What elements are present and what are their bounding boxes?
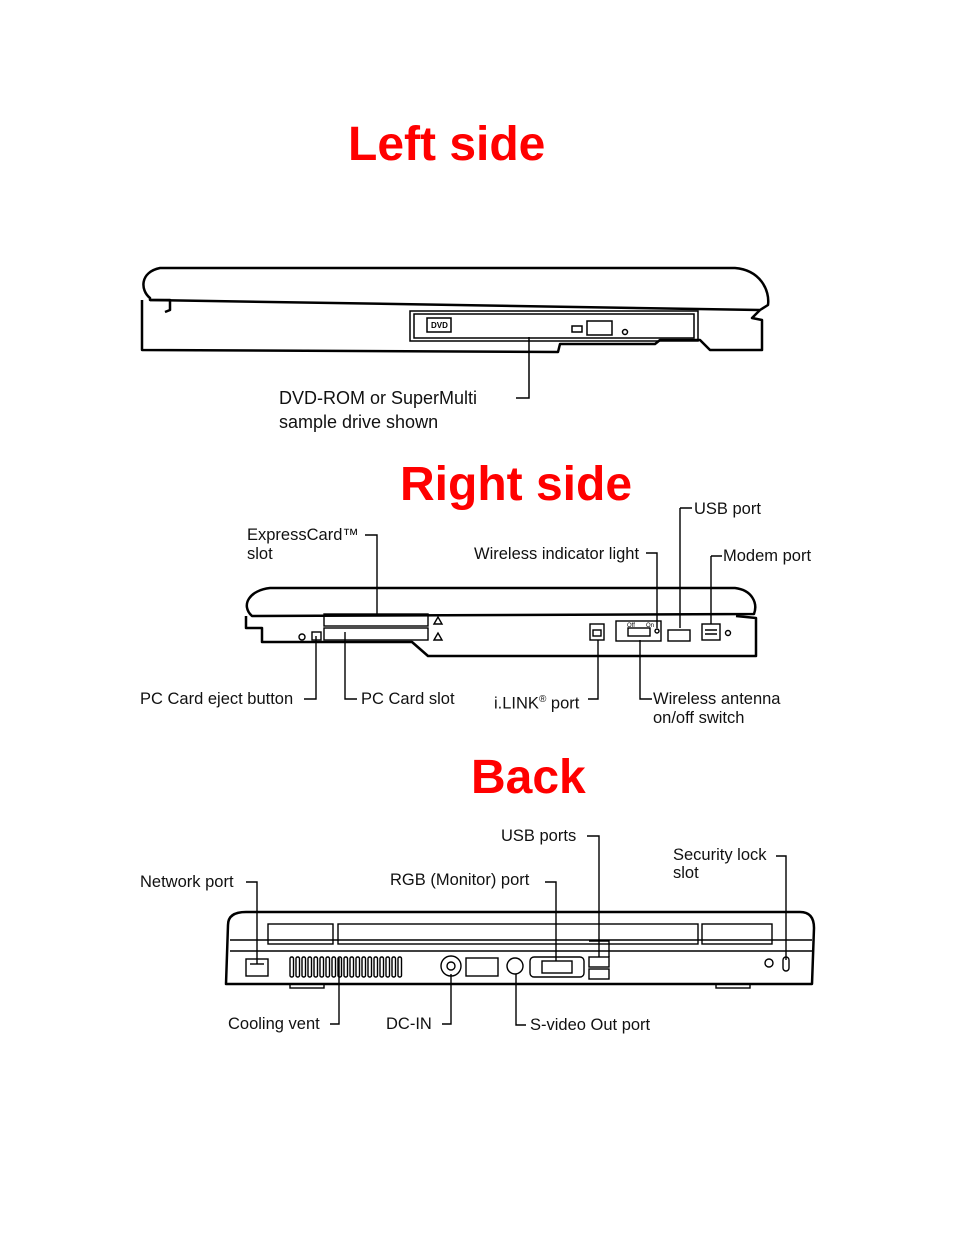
cooling-vent-slat [349, 956, 355, 978]
left-side-title: Left side [348, 118, 546, 171]
expresscard-label-line2: slot [247, 545, 273, 563]
dvd-label-line2: sample drive shown [279, 412, 439, 432]
expresscard-label-line1: ExpressCard™ [247, 526, 359, 544]
dvd-drive-tray [409, 310, 699, 342]
modem-port-label: Modem port [723, 547, 812, 565]
hinge-right [701, 923, 773, 945]
cooling-vent-slat [337, 956, 343, 978]
svideo-shape [506, 957, 524, 975]
dvd-label-line1: DVD-ROM or SuperMulti [279, 388, 478, 408]
cooling-vent-slat [295, 956, 301, 978]
cooling-vent-slat [355, 956, 361, 978]
drive-activity-led [571, 325, 583, 333]
cooling-vent-slat [331, 956, 337, 978]
cooling-vent-slat [319, 956, 325, 978]
wireless-switch-label-line2: on/off switch [653, 709, 745, 727]
right-side-title: Right side [400, 458, 633, 511]
cooling-vent-slat [307, 956, 313, 978]
cooling-vent-slat [289, 956, 295, 978]
wireless-switch-label-line1: Wireless antenna [653, 690, 781, 708]
wireless-light-shape [654, 628, 660, 634]
laptop-base-outline [140, 300, 764, 354]
rgb-port-label: RGB (Monitor) port [390, 871, 530, 889]
cooling-vent-slat [397, 956, 403, 978]
usb-port-label: USB port [694, 500, 761, 518]
pc-card-slot-label: PC Card slot [361, 690, 455, 708]
usb-ports-shape-top [588, 956, 610, 968]
cooling-vent-slat [343, 956, 349, 978]
cooling-vent-slat [313, 956, 319, 978]
drive-eject-button [586, 320, 613, 336]
eject-triangle-icon [432, 615, 444, 625]
svideo-label: S-video Out port [530, 1016, 651, 1034]
security-lock-label-line2: slot [673, 864, 699, 882]
cooling-vent-slat [379, 956, 385, 978]
drive-emergency-hole [621, 328, 629, 336]
usb-ports-label: USB ports [501, 827, 577, 845]
network-port-label: Network port [140, 873, 234, 891]
cooling-vent-slat [367, 956, 373, 978]
wireless-switch-shape [615, 620, 662, 642]
cooling-vent-slat [301, 956, 307, 978]
pc-card-slot-shape [323, 627, 429, 641]
dvd-logo-icon [426, 317, 452, 333]
right-lid-outline [245, 586, 757, 618]
back-title: Back [471, 751, 586, 804]
rgb-port-shape [529, 956, 585, 978]
cooling-vent-slat [361, 956, 367, 978]
cooling-vent-label: Cooling vent [228, 1015, 320, 1033]
usb-port-shape [667, 629, 691, 642]
ilink-label: i.LINK® port [494, 694, 580, 713]
cooling-vent-slat [373, 956, 379, 978]
pc-card-eject-label: PC Card eject button [140, 690, 294, 708]
security-lock-label-line1: Security lock [673, 846, 767, 864]
wireless-light-label: Wireless indicator light [474, 545, 640, 563]
cooling-vent-slat [391, 956, 397, 978]
cooling-vent-slat [385, 956, 391, 978]
switch-on-label: On [646, 623, 654, 629]
hinge-center [337, 923, 699, 945]
right-base-outline [244, 614, 758, 658]
laptop-lid-outline [142, 266, 770, 312]
dc-in-label: DC-IN [386, 1015, 432, 1033]
ilink-port-shape [589, 623, 605, 641]
back-body-outline [224, 910, 816, 986]
dc-in-shape [440, 955, 462, 977]
switch-off-label: Off [627, 623, 635, 629]
hinge-left [267, 923, 334, 945]
usb-ports-shape-bottom [588, 968, 610, 980]
cooling-vent-slat [325, 956, 331, 978]
dvd-logo-text: DVD [431, 321, 448, 330]
expresscard-slot-shape [323, 613, 429, 627]
